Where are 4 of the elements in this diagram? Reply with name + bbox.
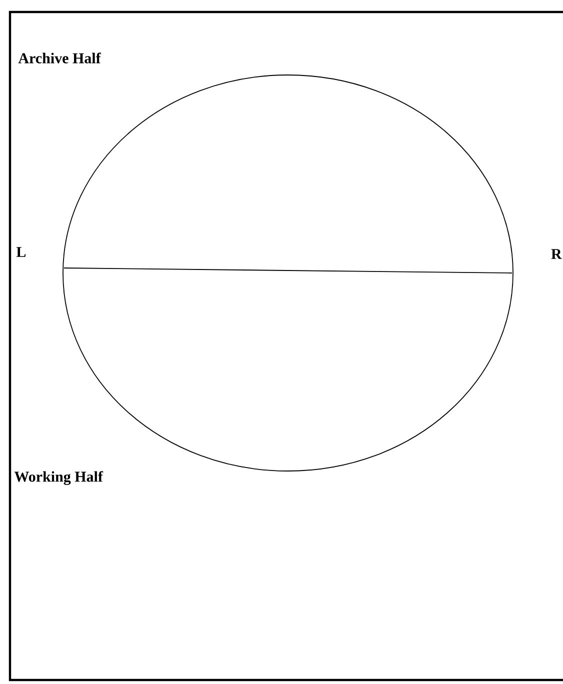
region-label: Archive Half: [18, 52, 101, 64]
region-label: R: [551, 249, 562, 259]
region-label: L: [16, 247, 26, 257]
region-label: Working Half: [14, 471, 104, 485]
